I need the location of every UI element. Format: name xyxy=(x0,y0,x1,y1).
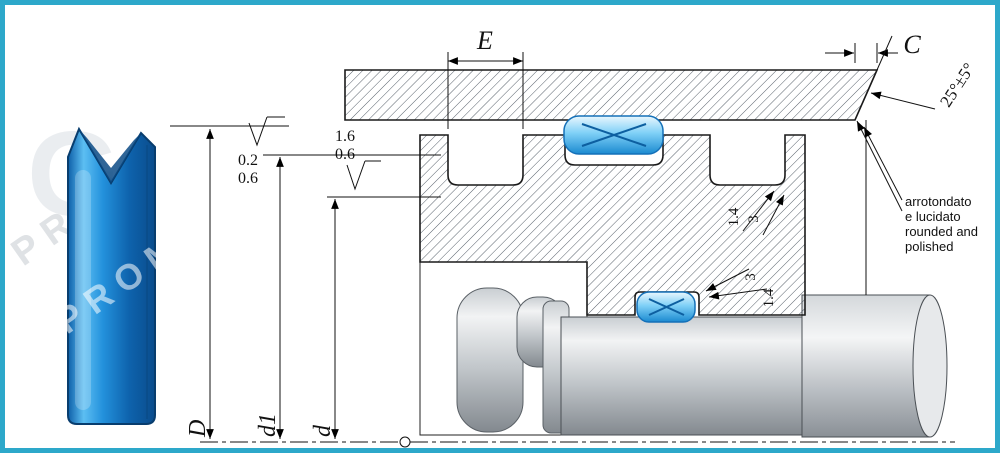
label-groove-radius-top: 1.4 xyxy=(726,207,742,226)
note-line-2: e lucidato xyxy=(905,209,961,224)
note-line-1: arrotondato xyxy=(905,194,972,209)
seal-profile-highlight xyxy=(75,170,91,410)
clevis-ball xyxy=(456,287,524,433)
label-d1: d1 xyxy=(255,413,281,437)
label-groove-radius-bottom: 1.4 xyxy=(761,288,777,307)
centerline-datum-circle xyxy=(399,436,411,448)
finish-outer-top: 0.2 xyxy=(238,152,258,169)
rod-seal-cross-2 xyxy=(648,298,685,316)
angle-leader xyxy=(870,91,936,110)
finish-symbol-outer: 0.2 0.6 xyxy=(238,116,285,187)
finish-symbol-inner: 1.6 0.6 xyxy=(335,128,381,191)
note-leader-1 xyxy=(863,126,903,201)
note-line-3: rounded and xyxy=(905,224,978,239)
label-C: C xyxy=(903,30,921,59)
finish-inner-top: 1.6 xyxy=(335,128,355,145)
rod-large-section xyxy=(801,294,931,438)
seal-profile-view: PROM xyxy=(48,126,193,425)
finish-inner-bottom: 0.6 xyxy=(335,146,355,163)
seal-technical-drawing: G PROM PROM xyxy=(5,26,979,448)
section-view xyxy=(344,69,879,316)
rod-end-face xyxy=(912,294,948,438)
seal-profile-body xyxy=(67,126,156,425)
installed-seals xyxy=(563,115,696,323)
piston-section xyxy=(419,134,806,316)
label-groove-depth-top: 3 xyxy=(746,215,762,223)
chamfer-extension-line xyxy=(876,35,893,71)
label-d: d xyxy=(310,424,336,437)
roughness-icon xyxy=(346,160,366,191)
piston-rod xyxy=(560,316,808,436)
seal-profile-lip-shade xyxy=(79,129,141,183)
cylinder-wall-section xyxy=(344,69,879,121)
note-line-4: polished xyxy=(905,239,953,254)
label-chamfer-angle: 25°±5° xyxy=(936,60,978,111)
note-leader-2 xyxy=(856,120,903,212)
label-E: E xyxy=(476,26,493,55)
label-groove-depth-bottom: 3 xyxy=(743,273,759,281)
leader-groove-radius-top xyxy=(742,190,775,232)
rod-assembly xyxy=(419,261,948,438)
leader-groove-depth-top xyxy=(762,194,785,236)
groove-dims-upper: 1.4 3 xyxy=(726,190,785,236)
roughness-icon xyxy=(248,116,268,147)
groove-dims-lower: 3 1.4 xyxy=(705,268,777,307)
leader-groove-radius-bottom xyxy=(708,288,768,300)
label-D: D xyxy=(185,420,211,438)
finish-outer-bottom: 0.6 xyxy=(238,170,258,187)
piston-seal-cross-2 xyxy=(581,123,647,147)
leader-groove-depth-bottom xyxy=(705,268,750,292)
note-rounded-polished: arrotondato e lucidato rounded and polis… xyxy=(856,120,978,254)
